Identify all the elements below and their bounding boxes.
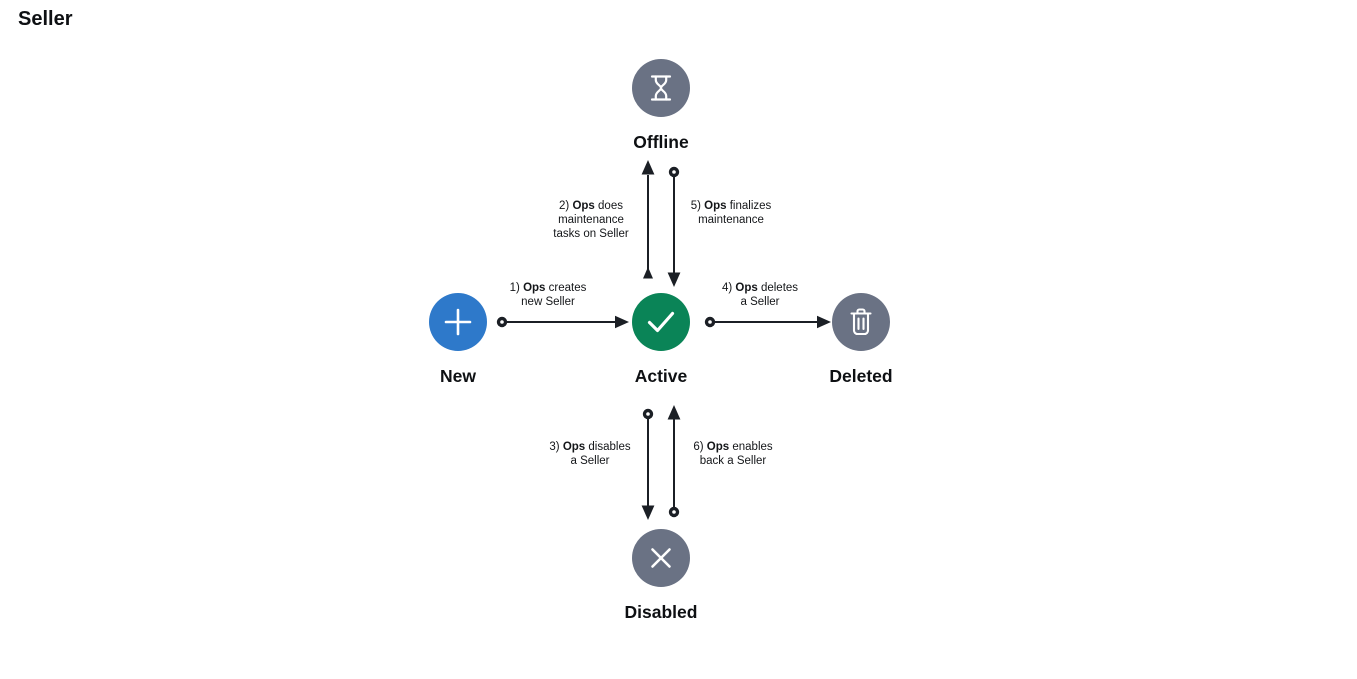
transition-arrow-5-offline-to-active — [667, 166, 681, 287]
transition-arrow-4-active-to-deleted — [704, 315, 831, 329]
state-label-new: New — [440, 366, 476, 386]
transition-label-3: 3) Ops disables a Seller — [549, 440, 630, 468]
state-label-disabled: Disabled — [624, 602, 698, 622]
transition-arrow-1-new-to-active — [496, 315, 629, 329]
transition-label-6-line1: 6) Ops enables — [693, 441, 773, 453]
transition-label-2-line3: tasks on Seller — [553, 228, 629, 240]
transition-arrow-2-active-to-offline — [641, 160, 655, 279]
transition-arrow-3-active-to-disabled — [641, 408, 655, 520]
x-icon — [651, 548, 671, 568]
transition-label-4: 4) Ops deletes a Seller — [722, 281, 798, 309]
state-node-active: Active — [632, 293, 690, 387]
transition-label-1-line1: 1) Ops creates — [509, 282, 587, 294]
state-circle-new — [429, 293, 487, 351]
state-node-new: New — [429, 293, 487, 387]
state-node-deleted: Deleted — [829, 293, 893, 387]
page-title: Seller — [18, 8, 73, 30]
transition-label-2: 2) Ops does maintenance tasks on Seller — [553, 199, 628, 241]
transition-label-6-line2: back a Seller — [699, 455, 767, 467]
state-circle-offline — [632, 59, 690, 117]
state-circle-disabled — [632, 529, 690, 587]
transition-label-4-line1: 4) Ops deletes — [721, 282, 799, 294]
transition-label-3-line1: 3) Ops disables — [549, 441, 631, 453]
plus-icon — [444, 308, 472, 336]
state-circle-deleted — [832, 293, 890, 351]
transition-label-2-line1: 2) Ops does — [559, 200, 623, 212]
transition-label-5-line2: maintenance — [698, 214, 764, 226]
transition-label-2-line2: maintenance — [558, 214, 624, 226]
transition-arrow-6-disabled-to-active — [667, 405, 681, 518]
hourglass-icon — [650, 75, 672, 101]
state-label-offline: Offline — [633, 132, 689, 152]
trash-icon — [850, 308, 872, 336]
transition-label-1: 1) Ops creates new Seller — [510, 281, 587, 309]
state-circle-active — [632, 293, 690, 351]
transition-label-6: 6) Ops enables back a Seller — [693, 440, 772, 468]
transition-label-3-line2: a Seller — [570, 455, 610, 467]
transition-label-4-line2: a Seller — [740, 296, 780, 308]
state-node-offline: Offline — [632, 59, 690, 153]
check-icon — [647, 311, 675, 333]
transition-label-5: 5) Ops finalizes maintenance — [691, 199, 772, 227]
transition-label-5-line1: 5) Ops finalizes — [690, 200, 772, 212]
transition-label-1-line2: new Seller — [521, 296, 575, 308]
state-label-active: Active — [634, 366, 688, 386]
state-label-deleted: Deleted — [829, 366, 893, 386]
state-node-disabled: Disabled — [625, 529, 697, 623]
